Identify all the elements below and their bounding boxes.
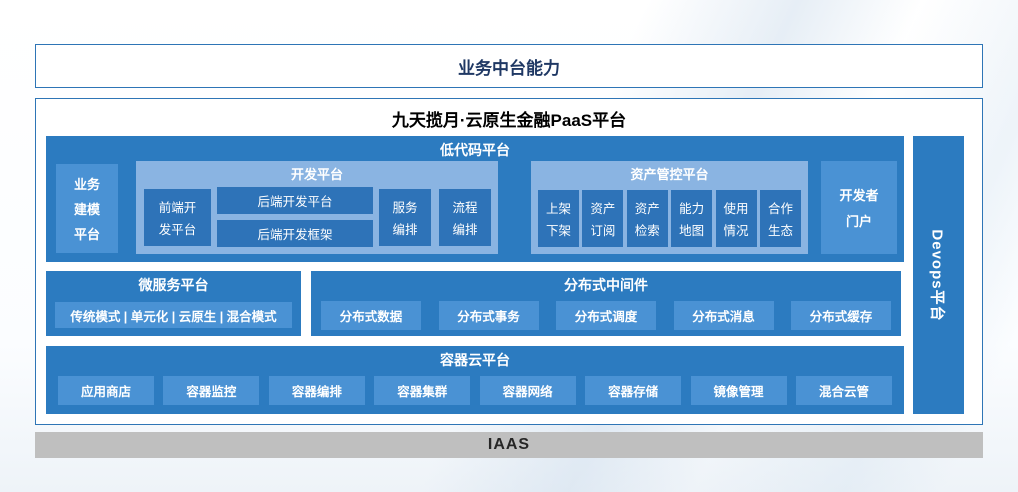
service-orchestration-line: 服务 xyxy=(392,201,418,215)
container-item: 应用商店 xyxy=(58,376,154,405)
middleware-items-row: 分布式数据 分布式事务 分布式调度 分布式消息 分布式缓存 xyxy=(321,301,891,330)
lowcode-panel: 低代码平台 业务 建模 平台 开发平台 前端开 发平台 后端开发平台 后端开发框… xyxy=(46,136,904,262)
middleware-item: 分布式事务 xyxy=(438,301,539,330)
container-cloud-title: 容器云平台 xyxy=(440,352,510,368)
service-orchestration-box: 服务 编排 xyxy=(379,189,431,246)
devops-bar: Devops平台 xyxy=(913,136,964,414)
top-banner: 业务中台能力 xyxy=(35,44,983,88)
business-modeling-box: 业务 建模 平台 xyxy=(56,164,118,253)
container-item: 容器存储 xyxy=(585,376,682,405)
backend-column: 后端开发平台 后端开发框架 xyxy=(217,187,373,247)
backend-framework-box: 后端开发框架 xyxy=(217,220,373,247)
developer-portal-line: 门户 xyxy=(845,214,872,229)
business-modeling-line: 业务 xyxy=(73,177,100,192)
asset-item: 使用 情况 xyxy=(715,190,757,247)
business-modeling-line: 建模 xyxy=(73,202,100,217)
middleware-item: 分布式消息 xyxy=(673,301,774,330)
business-modeling-line: 平台 xyxy=(73,227,100,242)
process-orchestration-line: 编排 xyxy=(452,223,478,237)
container-item: 镜像管理 xyxy=(690,376,787,405)
frontend-dev-line: 发平台 xyxy=(158,223,197,237)
asset-item: 资产 检索 xyxy=(626,190,668,247)
iaas-label: IAAS xyxy=(487,436,531,453)
asset-item-line: 地图 xyxy=(679,224,705,238)
asset-item: 上架 下架 xyxy=(538,190,579,247)
iaas-bar: IAAS xyxy=(35,432,983,458)
service-orchestration-line: 编排 xyxy=(392,223,418,237)
middleware-panel: 分布式中间件 分布式数据 分布式事务 分布式调度 分布式消息 分布式缓存 xyxy=(311,271,901,336)
middleware-panel-title: 分布式中间件 xyxy=(564,277,648,293)
asset-item-line: 订阅 xyxy=(590,224,616,238)
devops-bar-label: Devops平台 xyxy=(929,228,946,322)
asset-item-line: 情况 xyxy=(723,224,749,238)
asset-item: 能力 地图 xyxy=(671,190,713,247)
microservice-modes: 传统模式 | 单元化 | 云原生 | 混合模式 xyxy=(55,302,292,328)
frontend-dev-box: 前端开 发平台 xyxy=(144,189,211,246)
container-item: 混合云管 xyxy=(795,376,892,405)
asset-items-row: 上架 下架 资产 订阅 资产 检索 能力 地图 xyxy=(538,190,801,247)
middleware-item: 分布式缓存 xyxy=(791,301,891,330)
container-cloud-panel: 容器云平台 应用商店 容器监控 容器编排 容器集群 容器网络 容器存储 镜像管理… xyxy=(46,346,904,414)
microservice-panel-title: 微服务平台 xyxy=(138,277,209,293)
container-item: 容器编排 xyxy=(268,376,365,405)
asset-item-line: 资产 xyxy=(590,202,616,216)
dev-platform-title: 开发平台 xyxy=(290,167,343,182)
container-item: 容器网络 xyxy=(479,376,576,405)
developer-portal-line: 开发者 xyxy=(839,188,879,203)
asset-item-line: 资产 xyxy=(634,202,660,216)
developer-portal-box: 开发者 门户 xyxy=(821,161,897,254)
platform-title: 九天揽月·云原生金融PaaS平台 xyxy=(391,111,627,130)
frontend-dev-line: 前端开 xyxy=(158,201,197,215)
asset-item-line: 检索 xyxy=(634,224,660,238)
dev-platform-container: 开发平台 前端开 发平台 后端开发平台 后端开发框架 服务 编排 流程 编排 xyxy=(136,161,498,254)
asset-control-title: 资产管控平台 xyxy=(630,167,709,182)
paas-platform-box: 九天揽月·云原生金融PaaS平台 低代码平台 业务 建模 平台 开发平台 前端开… xyxy=(35,98,983,425)
backend-platform-box: 后端开发平台 xyxy=(217,187,373,214)
container-items-row: 应用商店 容器监控 容器编排 容器集群 容器网络 容器存储 镜像管理 混合云管 xyxy=(58,376,892,405)
top-banner-title: 业务中台能力 xyxy=(458,58,560,78)
microservice-panel: 微服务平台 传统模式 | 单元化 | 云原生 | 混合模式 xyxy=(46,271,301,336)
middleware-item: 分布式数据 xyxy=(321,301,421,330)
asset-item: 资产 订阅 xyxy=(582,190,624,247)
asset-item-line: 合作 xyxy=(767,202,793,216)
asset-item-line: 能力 xyxy=(679,202,705,216)
asset-item-line: 生态 xyxy=(767,224,793,238)
container-item: 容器监控 xyxy=(163,376,260,405)
process-orchestration-box: 流程 编排 xyxy=(439,189,491,246)
middleware-item: 分布式调度 xyxy=(556,301,656,330)
asset-item-line: 上架 xyxy=(545,202,571,216)
process-orchestration-line: 流程 xyxy=(452,201,478,215)
asset-item-line: 使用 xyxy=(723,202,749,216)
asset-control-container: 资产管控平台 上架 下架 资产 订阅 资产 检索 能力 xyxy=(531,161,808,254)
container-item: 容器集群 xyxy=(374,376,471,405)
asset-item-line: 下架 xyxy=(545,224,571,238)
asset-item: 合作 生态 xyxy=(759,190,801,247)
lowcode-panel-title: 低代码平台 xyxy=(440,142,510,158)
